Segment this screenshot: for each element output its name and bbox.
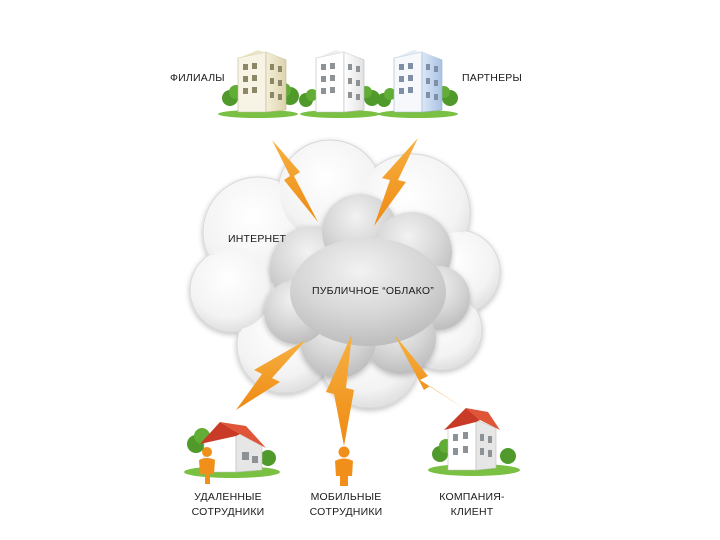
- lightning-bolts: [236, 138, 466, 446]
- lightning-bolt-icon: [326, 334, 354, 446]
- partners-label: ПАРТНЕРЫ: [462, 72, 522, 84]
- internet-label: ИНТЕРНЕТ: [228, 233, 287, 245]
- mobile-employees-line2: СОТРУДНИКИ: [309, 506, 383, 518]
- house-icon: [428, 408, 520, 476]
- branches-label: ФИЛИАЛЫ: [170, 72, 225, 84]
- office-building-icon: [377, 50, 458, 118]
- lightning-bolt-icon: [374, 138, 418, 226]
- office-buildings: [218, 50, 458, 118]
- remote-employees-line1: УДАЛЕННЫЕ: [194, 491, 262, 503]
- person-icon: [335, 446, 353, 486]
- house-icon: [184, 422, 280, 478]
- client-company-label: КОМПАНИЯ- КЛИЕНТ: [426, 490, 518, 520]
- public-cloud: [264, 194, 470, 378]
- lightning-bolt-icon: [236, 340, 306, 410]
- office-building-icon: [299, 50, 380, 118]
- client-company-line1: КОМПАНИЯ-: [439, 491, 505, 503]
- mobile-employees-label: МОБИЛЬНЫЕ СОТРУДНИКИ: [300, 490, 392, 520]
- client-company-line2: КЛИЕНТ: [450, 506, 494, 518]
- person-icon: [199, 447, 215, 484]
- office-building-icon: [218, 50, 299, 118]
- lightning-bolt-icon: [272, 140, 318, 222]
- mobile-employees-line1: МОБИЛЬНЫЕ: [310, 491, 382, 503]
- remote-employees-line2: СОТРУДНИКИ: [191, 506, 265, 518]
- public-cloud-label: ПУБЛИЧНОЕ “ОБЛАКО”: [312, 285, 434, 297]
- remote-employees-label: УДАЛЕННЫЕ СОТРУДНИКИ: [182, 490, 274, 520]
